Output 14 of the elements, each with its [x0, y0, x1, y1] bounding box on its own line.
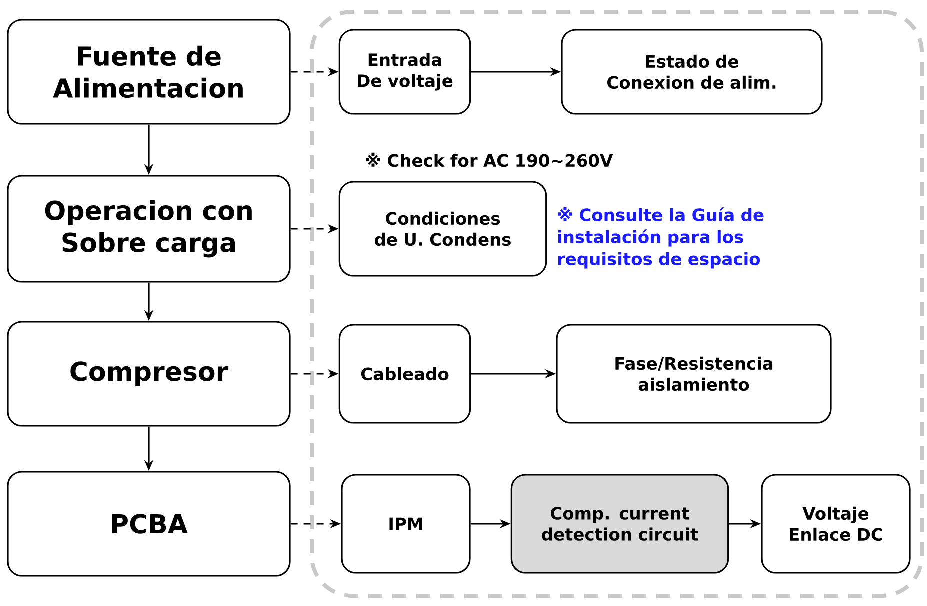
process-box: Fuente de Alimentacion [7, 19, 291, 125]
process-box: Operacion con Sobre carga [7, 175, 291, 283]
process-box: PCBA [7, 471, 291, 577]
step-box: Entrada De voltaje [338, 29, 472, 115]
step-box: IPM [341, 474, 471, 574]
step-box: Condiciones de U. Condens [338, 181, 548, 277]
step-box: Estado de Conexion de alim. [561, 29, 823, 115]
step-box: Fase/Resistencia aislamiento [556, 324, 832, 424]
process-box: Compresor [7, 321, 291, 427]
step-box: Comp. current detection circuit [510, 474, 730, 574]
step-box: Voltaje Enlace DC [761, 474, 911, 574]
dashed-region [310, 10, 924, 598]
step-box: Cableado [338, 324, 472, 424]
note-text: ※ Check for AC 190~260V [366, 152, 614, 168]
